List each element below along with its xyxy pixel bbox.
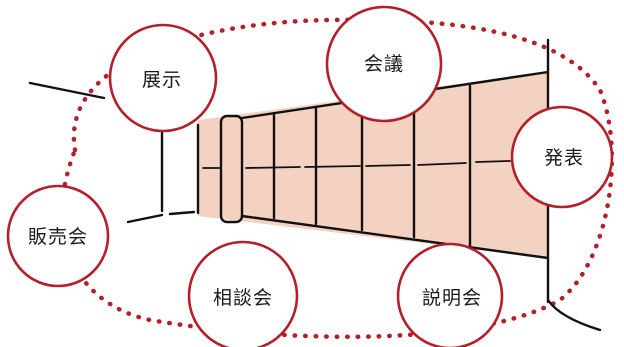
hall-perspective <box>28 38 602 332</box>
bubble-label: 相談会 <box>213 287 273 309</box>
bubble-label: 発表 <box>544 147 584 169</box>
bubble-circle <box>6 184 110 288</box>
bubble-circle <box>396 242 504 347</box>
bubble-circle <box>510 105 614 209</box>
floor-edge <box>240 214 550 260</box>
dotted-ring <box>59 17 615 340</box>
left-wall-bottom-2 <box>168 210 196 216</box>
bubble-label: 会議 <box>364 53 404 75</box>
right-floor-curve <box>546 298 602 332</box>
bubble-label: 販売会 <box>28 226 88 248</box>
left-wall-bottom <box>126 213 164 224</box>
bubble-circle <box>108 23 218 133</box>
midline-segment <box>245 166 301 169</box>
bubble-exhibition: 展示 <box>108 23 218 133</box>
midline-segment <box>365 164 411 167</box>
bubble-circle <box>187 240 299 347</box>
midline-segment <box>475 160 511 163</box>
bubble-sales-event: 販売会 <box>6 184 110 288</box>
bubble-meeting: 会議 <box>325 5 443 123</box>
bubble-briefing: 説明会 <box>396 242 504 347</box>
hall-frame <box>219 114 244 224</box>
left-wall-top <box>28 81 106 100</box>
bubble-presentation: 発表 <box>510 105 614 209</box>
midline-segment <box>304 165 361 168</box>
bubble-label: 展示 <box>142 69 182 91</box>
midline-segment <box>417 162 467 166</box>
bubble-consultation: 相談会 <box>187 240 299 347</box>
bubble-label: 説明会 <box>422 287 482 309</box>
bubble-circle <box>325 5 443 123</box>
